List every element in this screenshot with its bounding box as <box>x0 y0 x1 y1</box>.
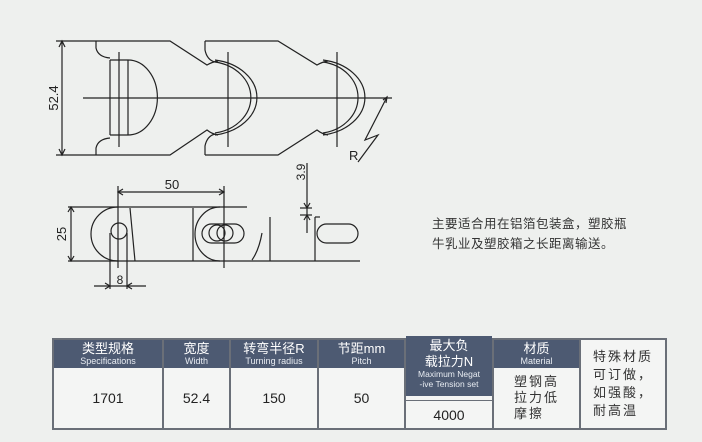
col-special-note: 特殊材质 可订做， 如强酸， 耐高温 <box>581 340 665 428</box>
header-en: Turning radius <box>245 356 303 366</box>
material-line: 摩擦 <box>513 406 544 421</box>
description-line: 主要适合用在铝箔包装盒，塑胶瓶 <box>432 217 628 231</box>
side-view <box>67 163 360 290</box>
header-en: -ive Tension set <box>419 379 479 389</box>
special-line: 耐高温 <box>592 403 638 418</box>
header-zh: 载拉力N <box>424 354 474 369</box>
description-line: 牛乳业及塑胶箱之长距离输送。 <box>432 237 615 251</box>
cell-value: 150 <box>262 390 286 406</box>
header-zh: 最大负 <box>429 338 469 353</box>
header-zh: 材质 <box>523 341 550 356</box>
dim-pitch-label: 50 <box>165 177 179 192</box>
cell-value: 4000 <box>406 400 492 428</box>
header-zh: 宽度 <box>183 341 210 356</box>
special-line: 特殊材质 <box>592 349 653 364</box>
material-line: 拉力低 <box>513 390 559 405</box>
special-line: 如强酸， <box>592 385 653 400</box>
header-zh: 类型规格 <box>81 341 134 356</box>
header-en: Material <box>520 356 553 366</box>
application-description: 主要适合用在铝箔包装盒，塑胶瓶 牛乳业及塑胶箱之长距离输送。 <box>432 214 627 254</box>
dim-hole-label: 8 <box>117 273 124 287</box>
material-line: 塑钢高 <box>513 374 559 389</box>
cell-value: 50 <box>353 390 370 406</box>
header-zh: 转弯半径R <box>243 341 305 356</box>
top-view <box>56 39 392 163</box>
cell-value: 1701 <box>92 390 124 406</box>
dim-height-label: 25 <box>54 227 69 241</box>
dim-thickness-label: 3.9 <box>294 163 308 180</box>
header-en: Maximum Negat <box>418 369 480 379</box>
header-zh: 节距mm <box>337 341 386 356</box>
radius-label: R <box>349 148 358 163</box>
header-en: Specifications <box>80 356 136 366</box>
header-en: Pitch <box>351 356 372 366</box>
dim-width-label: 52.4 <box>46 85 61 110</box>
special-line: 可订做， <box>592 367 653 382</box>
col-max-tension: 最大负 载拉力N Maximum Negat -ive Tension set … <box>406 336 494 428</box>
cell-value: 52.4 <box>182 390 211 406</box>
header-en: Width <box>184 356 208 366</box>
